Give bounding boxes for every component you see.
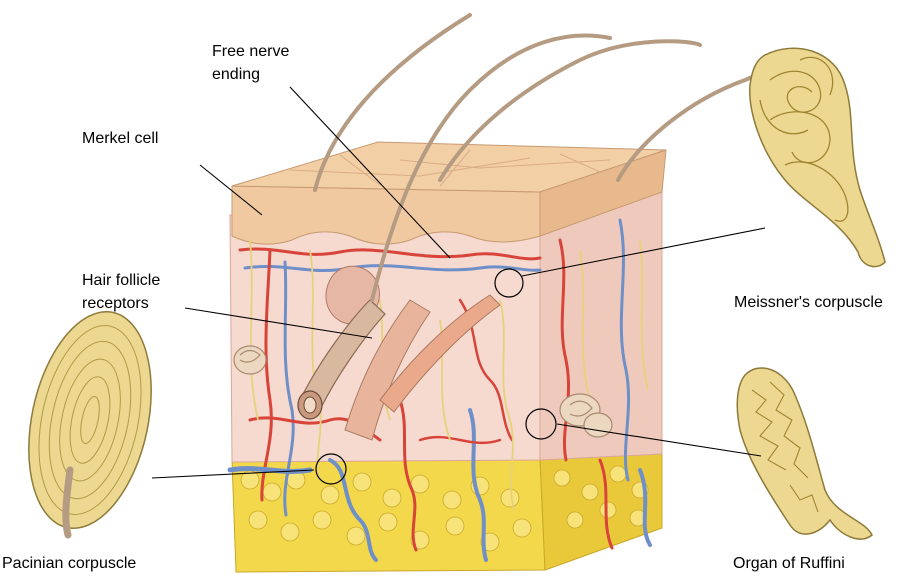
label-free-nerve-ending-line2: ending bbox=[212, 66, 260, 83]
label-free-nerve-ending-line1: Free nerve bbox=[212, 43, 289, 60]
label-pacinian-corpuscle: Pacinian corpuscle bbox=[2, 555, 136, 572]
ruffini-organ-illustration bbox=[737, 368, 872, 539]
epidermis-layer bbox=[232, 186, 540, 244]
label-meissner-corpuscle: Meissner's corpuscle bbox=[734, 294, 883, 311]
skin-cross-section bbox=[230, 15, 775, 572]
label-hair-follicle-line2: receptors bbox=[82, 295, 149, 312]
label-merkel-cell: Merkel cell bbox=[82, 130, 158, 147]
pacinian-corpuscle-illustration bbox=[10, 300, 169, 539]
meissner-corpuscle-illustration bbox=[750, 48, 885, 266]
label-organ-of-ruffini: Organ of Ruffini bbox=[733, 555, 845, 572]
label-hair-follicle-line1: Hair follicle bbox=[82, 272, 160, 289]
